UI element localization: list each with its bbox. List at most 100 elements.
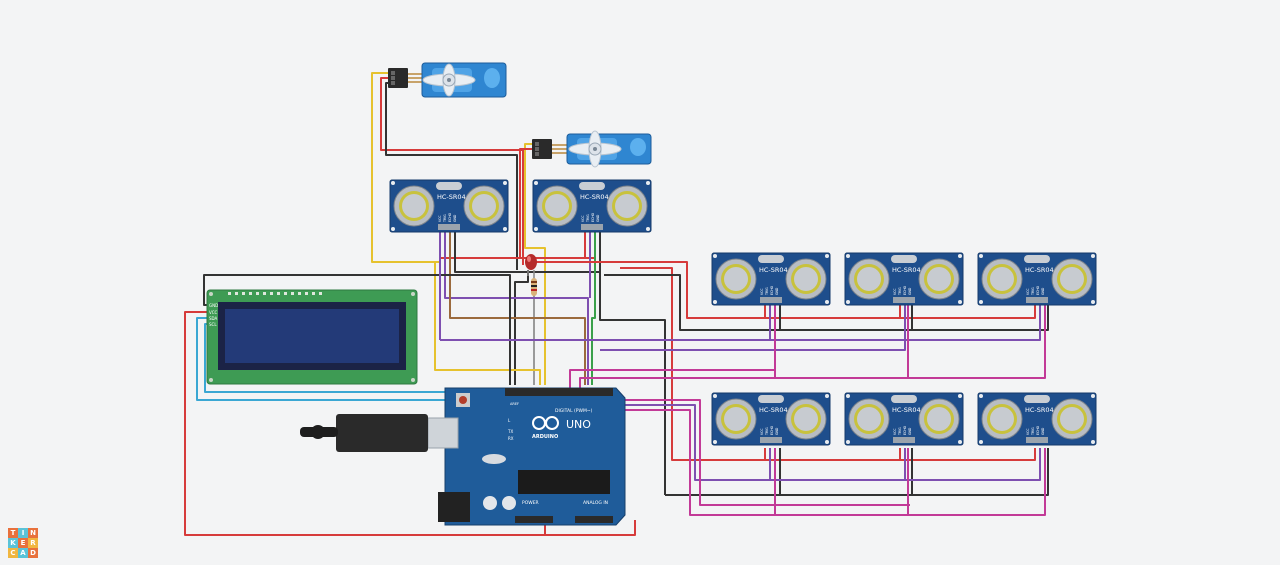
sensor-pin-label: ECHO (591, 212, 595, 222)
wire-purple-4[interactable] (770, 305, 1041, 341)
transducer-right (785, 258, 827, 300)
sensor-pin-label: VCC (581, 215, 585, 222)
sensor-pin-label: GND (775, 287, 779, 295)
servo-1[interactable] (388, 62, 507, 98)
wire-lcd-sda[interactable] (196, 317, 500, 401)
sensor-pin-label: GND (908, 427, 912, 435)
sensor-model-label: HC-SR04 (759, 406, 788, 414)
transducer-right (606, 185, 648, 227)
sensor-model-label: HC-SR04 (1025, 266, 1054, 274)
transducer-right (785, 398, 827, 440)
transducer-right (1051, 398, 1093, 440)
sensor-model-label: HC-SR04 (1025, 406, 1054, 414)
arduino-model: UNO (566, 418, 591, 431)
wire-servo1-power[interactable] (380, 77, 524, 265)
wire-bus-red3[interactable] (764, 305, 901, 318)
wire-magenta-2[interactable] (569, 305, 776, 392)
wire-s1-yellow[interactable] (434, 262, 541, 385)
lcd-pin-labels: GND VCC SDA SCL (209, 303, 218, 327)
wire-purple-3[interactable] (600, 305, 906, 351)
sensor-pin-label: VCC (760, 288, 764, 295)
wire-servo1-signal[interactable] (371, 72, 440, 263)
transducer-left (715, 258, 757, 300)
transducer-left (848, 258, 890, 300)
sensor-pin-label: VCC (893, 428, 897, 435)
sensor-pin-label: TRIG (1031, 287, 1035, 296)
sensor-pin-label: TRIG (443, 214, 447, 223)
sensor-pin-label: ECHO (770, 425, 774, 435)
logo-letter: R (28, 538, 38, 548)
sensor-pin-label: GND (453, 214, 457, 222)
svg-text:VCC: VCC (209, 310, 218, 315)
resistor[interactable] (531, 278, 537, 296)
transducer-left (848, 398, 890, 440)
transducer-left (393, 185, 435, 227)
wire-s2-echo[interactable] (591, 232, 596, 385)
logo-letter: A (18, 548, 28, 558)
logo-letter: K (8, 538, 18, 548)
transducer-left (715, 398, 757, 440)
arduino-l-label: L (508, 418, 511, 423)
transducer-right (1051, 258, 1093, 300)
sensor-pin-label: VCC (893, 288, 897, 295)
arduino-uno[interactable] (300, 387, 626, 526)
wire-lcd-gnd[interactable] (203, 274, 511, 385)
arduino-brand: ARDUINO (532, 434, 558, 440)
wire-led-black[interactable] (514, 270, 529, 385)
sensor-model-label: HC-SR04 (580, 193, 609, 201)
wire-servo2-signal[interactable] (524, 143, 546, 385)
sensor-pin-label: ECHO (903, 285, 907, 295)
transducer-left (981, 398, 1023, 440)
wire-s1-trig[interactable] (444, 232, 589, 385)
sensor-pin-label: VCC (1026, 288, 1030, 295)
wire-bus-red4[interactable] (764, 448, 901, 460)
lcd-16x2[interactable] (206, 289, 418, 385)
wire-purple-5[interactable] (610, 404, 1041, 481)
sensor-model-label: HC-SR04 (759, 266, 788, 274)
logo-letter: T (8, 528, 18, 538)
wire-lcd-vcc[interactable] (184, 311, 636, 536)
wire-bus-red2[interactable] (620, 267, 1036, 461)
arduino-digital-label: DIGITAL (PWM~) (555, 408, 593, 414)
wire-servo1-gnd[interactable] (385, 82, 518, 270)
sensor-pin-label: ECHO (903, 425, 907, 435)
logo-letter: D (28, 548, 38, 558)
wire-magenta-3[interactable] (600, 409, 1046, 516)
wire-magenta-4[interactable] (605, 399, 910, 506)
sensor-pin-label: GND (1041, 287, 1045, 295)
arduino-tx-label: TX (507, 429, 513, 434)
sensor-pin-label: TRIG (765, 287, 769, 296)
wire-s1-gnd[interactable] (454, 232, 600, 273)
wire-servo2-power[interactable] (519, 148, 595, 259)
sensor-pin-label: TRIG (898, 427, 902, 436)
wire-bus-black[interactable] (604, 274, 1049, 331)
arduino-aref-label: AREF (510, 402, 519, 406)
transducer-left (536, 185, 578, 227)
sensor-pin-label: TRIG (586, 214, 590, 223)
logo-letter: E (18, 538, 28, 548)
logo-letter: N (28, 528, 38, 538)
wire-s2-gnd[interactable] (599, 232, 666, 495)
wire-purple-1[interactable] (440, 305, 771, 341)
arduino-logo-icon (532, 416, 559, 430)
svg-text:SDA: SDA (209, 316, 218, 321)
sensor-pin-label: GND (775, 427, 779, 435)
sensor-model-label: HC-SR04 (892, 406, 921, 414)
wire-bus-red[interactable] (530, 261, 1036, 319)
wire-bus-black2[interactable] (665, 448, 1049, 496)
transducer-right (918, 258, 960, 300)
sensor-pin-label: GND (908, 287, 912, 295)
sensor-pin-label: TRIG (898, 287, 902, 296)
servo-2[interactable] (532, 130, 652, 168)
